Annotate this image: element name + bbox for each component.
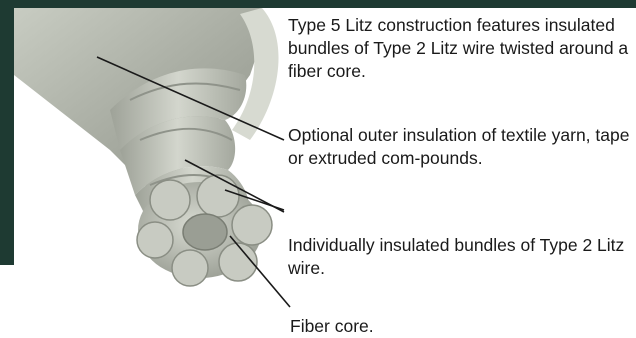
cable-end-face [137,175,272,286]
callout-fiber-core: Fiber core. [290,315,590,338]
callout-outer-insulation: Optional outer insulation of textile yar… [288,124,633,170]
fiber-core [183,214,227,250]
callout-insulated-bundles: Individually insulated bundles of Type 2… [288,234,633,280]
callout-type5-construction: Type 5 Litz construction features insula… [288,14,633,83]
